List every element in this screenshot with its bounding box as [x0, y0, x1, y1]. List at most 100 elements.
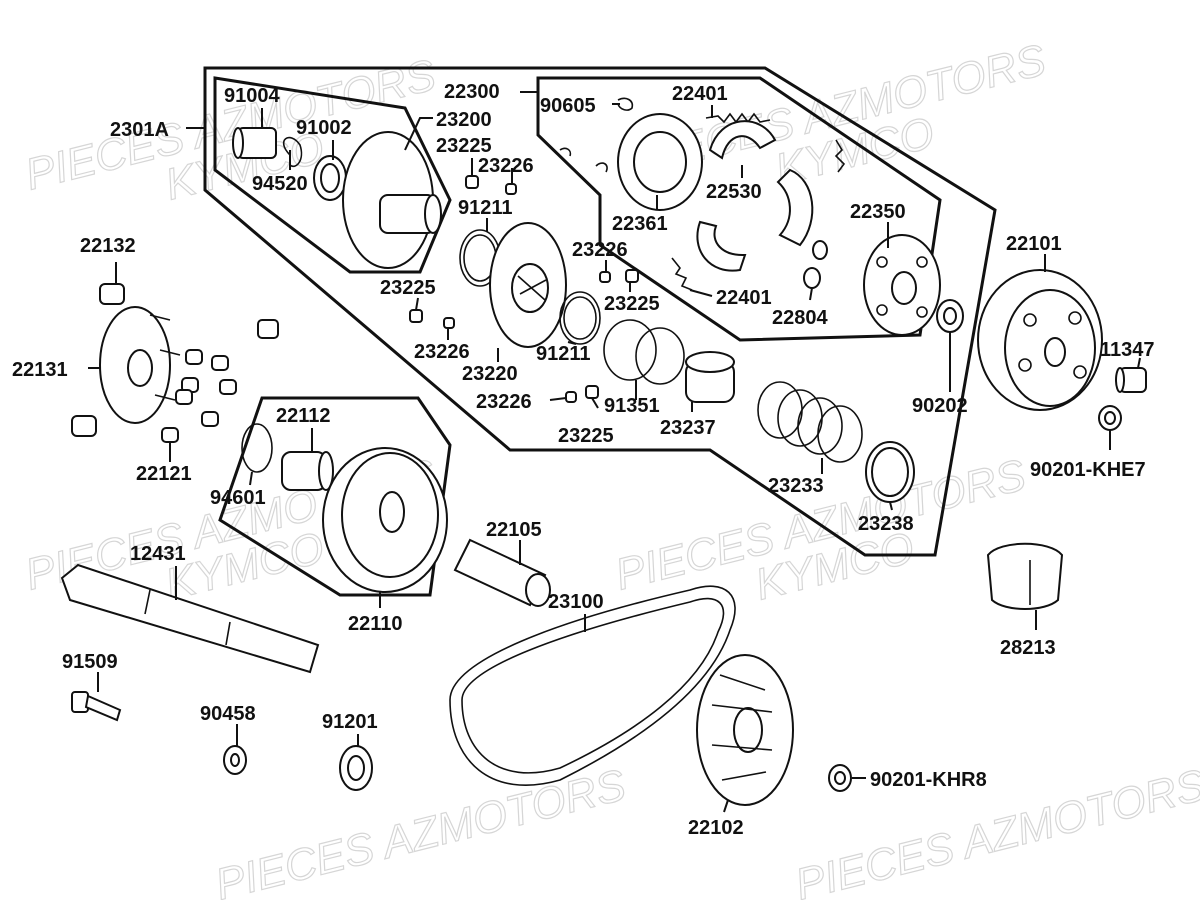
part-label-22112: 22112 — [276, 405, 331, 427]
part-label-23237: 23237 — [660, 417, 716, 439]
pulley-face-23220 — [489, 222, 567, 348]
ramp-plate-22131 — [99, 306, 181, 424]
pin-23225-c — [409, 309, 423, 323]
watermark-layer: PIECES AZMOTORS KYMCO PIECES AZMOTORS KY… — [20, 35, 1200, 900]
part-label-23233: 23233 — [768, 475, 824, 497]
part-label-23225-left: 23225 — [380, 277, 436, 299]
pin-23226-c — [443, 317, 455, 329]
part-label-22101: 22101 — [1006, 233, 1062, 255]
pin-23226-a — [505, 183, 517, 195]
watermark-text: PIECES AZMOTORS — [791, 760, 1200, 900]
part-label-2301A: 2301A — [110, 119, 169, 141]
circlip-94520 — [283, 136, 303, 167]
nut-90202 — [936, 299, 964, 333]
clutch-bell-22101 — [977, 269, 1103, 411]
drive-plate-22350 — [863, 234, 941, 336]
part-label-91201: 91201 — [322, 711, 378, 733]
part-label-22105: 22105 — [486, 519, 542, 541]
watermark-text: PIECES AZMOTORS — [211, 760, 631, 900]
assembly-22300-outline — [536, 76, 942, 342]
part-label-91004: 91004 — [224, 85, 280, 107]
bearing-91002 — [313, 155, 347, 201]
nut-90201-khe7 — [1098, 405, 1122, 431]
fan-22102 — [696, 654, 794, 806]
part-label-23226-mid: 23226 — [572, 239, 628, 261]
part-labels: 2301A 91004 91002 23200 94520 22300 9060… — [12, 81, 1155, 839]
bushing-91004 — [232, 127, 277, 159]
oring-91211-b — [559, 291, 601, 345]
plate-22361 — [617, 113, 703, 211]
spring-23233 — [757, 381, 863, 463]
part-label-91211-top: 91211 — [458, 197, 513, 219]
part-label-22401-top: 22401 — [672, 83, 728, 105]
part-label-28213: 28213 — [1000, 637, 1056, 659]
shaft-12431 — [60, 563, 320, 674]
part-label-23238: 23238 — [858, 513, 914, 535]
pin-23225-a — [465, 175, 479, 189]
part-label-22132: 22132 — [80, 235, 136, 257]
part-label-90201-khe7: 90201-KHE7 — [1030, 459, 1146, 481]
part-label-91351: 91351 — [604, 395, 660, 417]
part-label-90605: 90605 — [540, 95, 596, 117]
part-label-12431: 12431 — [130, 543, 186, 565]
part-label-23225-top: 23225 — [436, 135, 492, 157]
part-label-22102: 22102 — [688, 817, 744, 839]
pin-23226-b — [599, 271, 611, 283]
bearing-91201 — [339, 745, 373, 791]
oring-94601 — [241, 423, 273, 473]
pin-23225-d — [585, 385, 599, 399]
slider-22132 — [99, 283, 125, 305]
part-label-22110: 22110 — [348, 613, 403, 635]
leader-lines — [88, 91, 1141, 813]
part-label-90458: 90458 — [200, 703, 256, 725]
part-label-23226-bottom: 23226 — [476, 391, 532, 413]
part-label-90202: 90202 — [912, 395, 968, 417]
part-label-91509: 91509 — [62, 651, 118, 673]
part-label-23226-top: 23226 — [478, 155, 534, 177]
washer-90458 — [223, 745, 247, 775]
part-label-23100: 23100 — [548, 591, 604, 613]
oring-91351 — [603, 319, 685, 385]
part-label-23226-left: 23226 — [414, 341, 470, 363]
pin-23225-b — [625, 269, 639, 283]
part-label-22530: 22530 — [706, 181, 762, 203]
part-label-23225-mid: 23225 — [604, 293, 660, 315]
part-label-91211-bottom: 91211 — [536, 343, 591, 365]
movable-drive-22110 — [322, 447, 448, 593]
pulley-face-23200 — [342, 131, 442, 269]
clutch-shoe-22530 — [696, 120, 814, 272]
part-label-90201-khr8: 90201-KHR8 — [870, 769, 987, 791]
part-label-22121: 22121 — [136, 463, 192, 485]
nut-90201-khr8 — [828, 764, 852, 792]
part-label-23225-bottom: 23225 — [558, 425, 614, 447]
drive-belt-23100 — [449, 585, 736, 786]
bolt-91509 — [71, 691, 122, 722]
spring-22401-b — [671, 139, 846, 291]
part-label-22361: 22361 — [612, 213, 668, 235]
tool-28213 — [986, 542, 1064, 610]
part-label-91002: 91002 — [296, 117, 352, 139]
collar-22112 — [281, 451, 334, 491]
rollers-22121 — [161, 349, 237, 443]
slider-group — [71, 319, 279, 437]
part-label-22131: 22131 — [12, 359, 68, 381]
part-label-94520: 94520 — [252, 173, 308, 195]
part-label-22350: 22350 — [850, 201, 906, 223]
washer-22804 — [803, 240, 828, 289]
assembly-23200-outline — [213, 76, 452, 274]
bushing-11347 — [1115, 367, 1147, 393]
collar-23237 — [685, 351, 735, 403]
seal-23238 — [865, 441, 915, 503]
clip-90605 — [559, 97, 634, 173]
assembly-22110-outline — [218, 396, 452, 597]
collar-22105 — [453, 538, 551, 607]
part-label-23220: 23220 — [462, 363, 518, 385]
part-label-22804: 22804 — [772, 307, 828, 329]
pin-23226-d — [565, 391, 577, 403]
part-label-23200: 23200 — [436, 109, 492, 131]
part-label-94601: 94601 — [210, 487, 266, 509]
spring-22401-a — [705, 112, 771, 124]
part-label-11347: 11347 — [1100, 339, 1155, 361]
